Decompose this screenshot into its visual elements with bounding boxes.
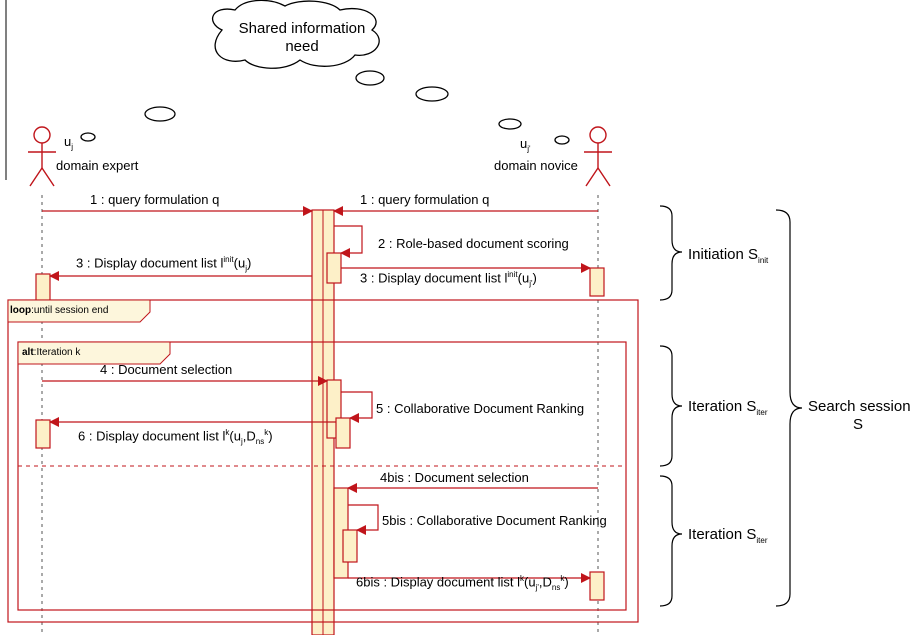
actor-figure-right [584,126,612,187]
phase-initiation: Initiation Sinit [688,246,769,265]
actor-figure-left [28,126,56,187]
alt-frame-tag: alt:Iteration k [22,347,81,358]
phase-braces [659,205,803,607]
message-1-right: 1 : query formulation q [360,192,490,207]
actor-id-right: uj' [520,136,531,154]
message-5: 5 : Collaborative Document Ranking [376,401,585,416]
message-4bis: 4bis : Document selection [380,470,529,485]
message-6bis: 6bis : Display document list lk(uj',Dnsk… [356,574,569,592]
phase-search-session-line1: Search session [808,398,911,415]
cloud-text: Shared information need [222,20,382,56]
actor-id-left: uj [64,134,74,152]
phase-iteration-1: Iteration Siter [688,398,768,417]
loop-frame [7,299,639,623]
message-4: 4 : Document selection [100,362,233,377]
message-6: 6 : Display document list lk(uj,Dnsk) [78,428,273,446]
phase-search-session-line2: S [852,416,863,433]
message-2: 2 : Role-based document scoring [378,236,569,251]
loop-frame-tag: loop:until session end [10,305,109,316]
cloud-line1: Shared information [238,20,366,37]
message-arrows [42,206,598,583]
alt-frame [17,341,627,611]
message-1-left: 1 : query formulation q [90,192,220,207]
message-3-right: 3 : Display document list linit(uj') [360,270,537,288]
activation-boxes [35,252,605,601]
phase-search-session: Search session S [808,398,911,434]
actor-role-left: domain expert [56,158,139,173]
cloud-line2: need [285,38,319,55]
message-5bis: 5bis : Collaborative Document Ranking [382,513,607,528]
phase-iteration-2: Iteration Siter [688,526,768,545]
thought-cloud [80,0,570,145]
message-3-left: 3 : Display document list linit(uj) [76,255,252,273]
actor-role-right: domain novice [494,158,578,173]
